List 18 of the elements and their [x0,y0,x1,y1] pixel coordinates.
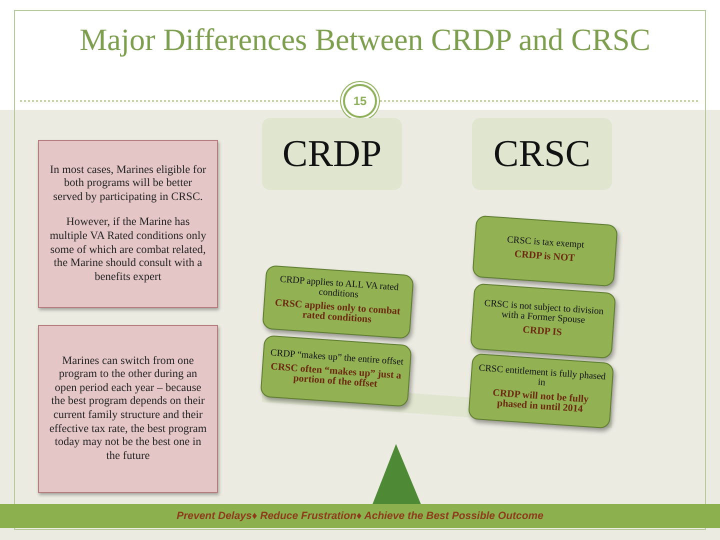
card-note: CRDP will not be fully phased in until 2014 [491,388,590,418]
card-text: CRSC entitlement is fully phased in [477,364,606,389]
note-text: In most cases, Marines eligible for both programs will be better served by participating in CRSC. [48,164,208,204]
slide-title: Major Differences Between CRDP and CRSC [78,22,652,58]
column-header: CRSC [472,118,612,190]
card-text: CRDP applies to ALL VA rated conditions [280,275,400,300]
page-number: 15 [343,84,377,118]
note-text: Marines can switch from one program to the other during an open period each year – because the best program depends on their current family structure and their effective tax rate, the best program today may not be the best one in the future [48,354,208,464]
card-text: CRSC is not subject to division with a Former Spouse [482,300,605,326]
card-note: CRDP is NOT [514,250,576,265]
card-note: CRSC applies only to combat rated conditions [274,298,402,328]
note-text: However, if the Marine has multiple VA Rated conditions only some of which are combat related, the Marine should consult with a benefits expert [48,216,208,284]
column-header: CRDP [262,118,402,190]
note-card [38,140,218,308]
card-note: CRDP IS [522,326,562,340]
card-text: CRSC is tax exempt [506,236,584,251]
note-card [38,325,218,493]
footer-banner: Prevent Delays♦ Reduce Frustration♦ Achieve the Best Possible Outcome [0,504,720,528]
